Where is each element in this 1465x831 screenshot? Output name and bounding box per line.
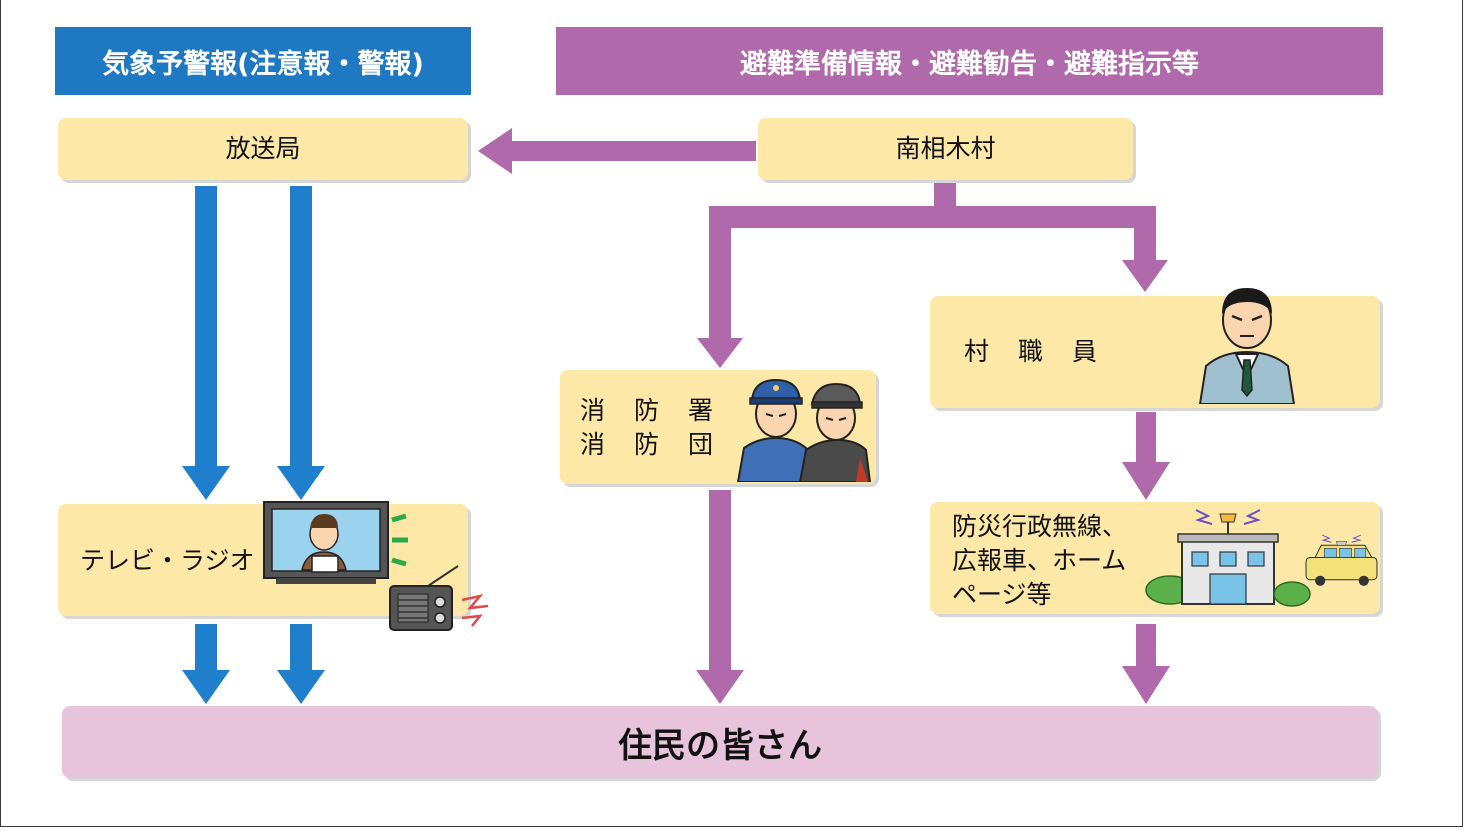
fire-station-label: 消 防 署 消 防 団 xyxy=(580,396,716,459)
building-icon xyxy=(1145,509,1311,607)
arrow-media-to-residents xyxy=(182,624,325,704)
arrow-broadcast-to-media xyxy=(182,186,325,500)
tv-radio-label: テレビ・ラジオ xyxy=(80,546,255,575)
fire-station-box: 消 防 署 消 防 団 xyxy=(560,370,876,484)
staff-man-icon xyxy=(1198,288,1296,404)
village-box: 南相木村 xyxy=(758,118,1133,180)
police-officers-icon xyxy=(736,378,872,482)
village-staff-box: 村 職 員 xyxy=(930,288,1380,408)
tv-radio-box: テレビ・ラジオ xyxy=(58,501,489,631)
weather-warning-header: 気象予警報(注意報・警報) xyxy=(55,27,471,95)
disaster-radio-box: 防災行政無線、 広報車、ホーム ページ等 xyxy=(930,502,1380,614)
broadcast-station-box: 放送局 xyxy=(58,118,468,180)
arrow-bousai-to-residents xyxy=(1122,624,1170,704)
arrow-staff-to-bousai xyxy=(1122,412,1170,500)
tv-icon xyxy=(263,501,408,584)
village-label: 南相木村 xyxy=(895,134,996,163)
residents-label: 住民の皆さん xyxy=(618,725,822,766)
residents-box: 住民の皆さん xyxy=(62,706,1378,778)
arrow-village-branch xyxy=(697,182,1168,368)
arrow-fire-to-residents xyxy=(696,490,744,704)
weather-warning-header-label: 気象予警報(注意報・警報) xyxy=(102,48,424,80)
broadcast-station-label: 放送局 xyxy=(225,134,301,163)
van-icon xyxy=(1305,534,1378,586)
evacuation-info-header: 避難準備情報・避難勧告・避難指示等 xyxy=(556,27,1383,95)
village-staff-label: 村 職 員 xyxy=(964,337,1100,366)
radio-icon xyxy=(389,565,489,631)
arrow-village-to-broadcast xyxy=(478,128,756,174)
evacuation-info-header-label: 避難準備情報・避難勧告・避難指示等 xyxy=(740,48,1199,80)
disaster-radio-label: 防災行政無線、 広報車、ホーム ページ等 xyxy=(952,512,1128,609)
